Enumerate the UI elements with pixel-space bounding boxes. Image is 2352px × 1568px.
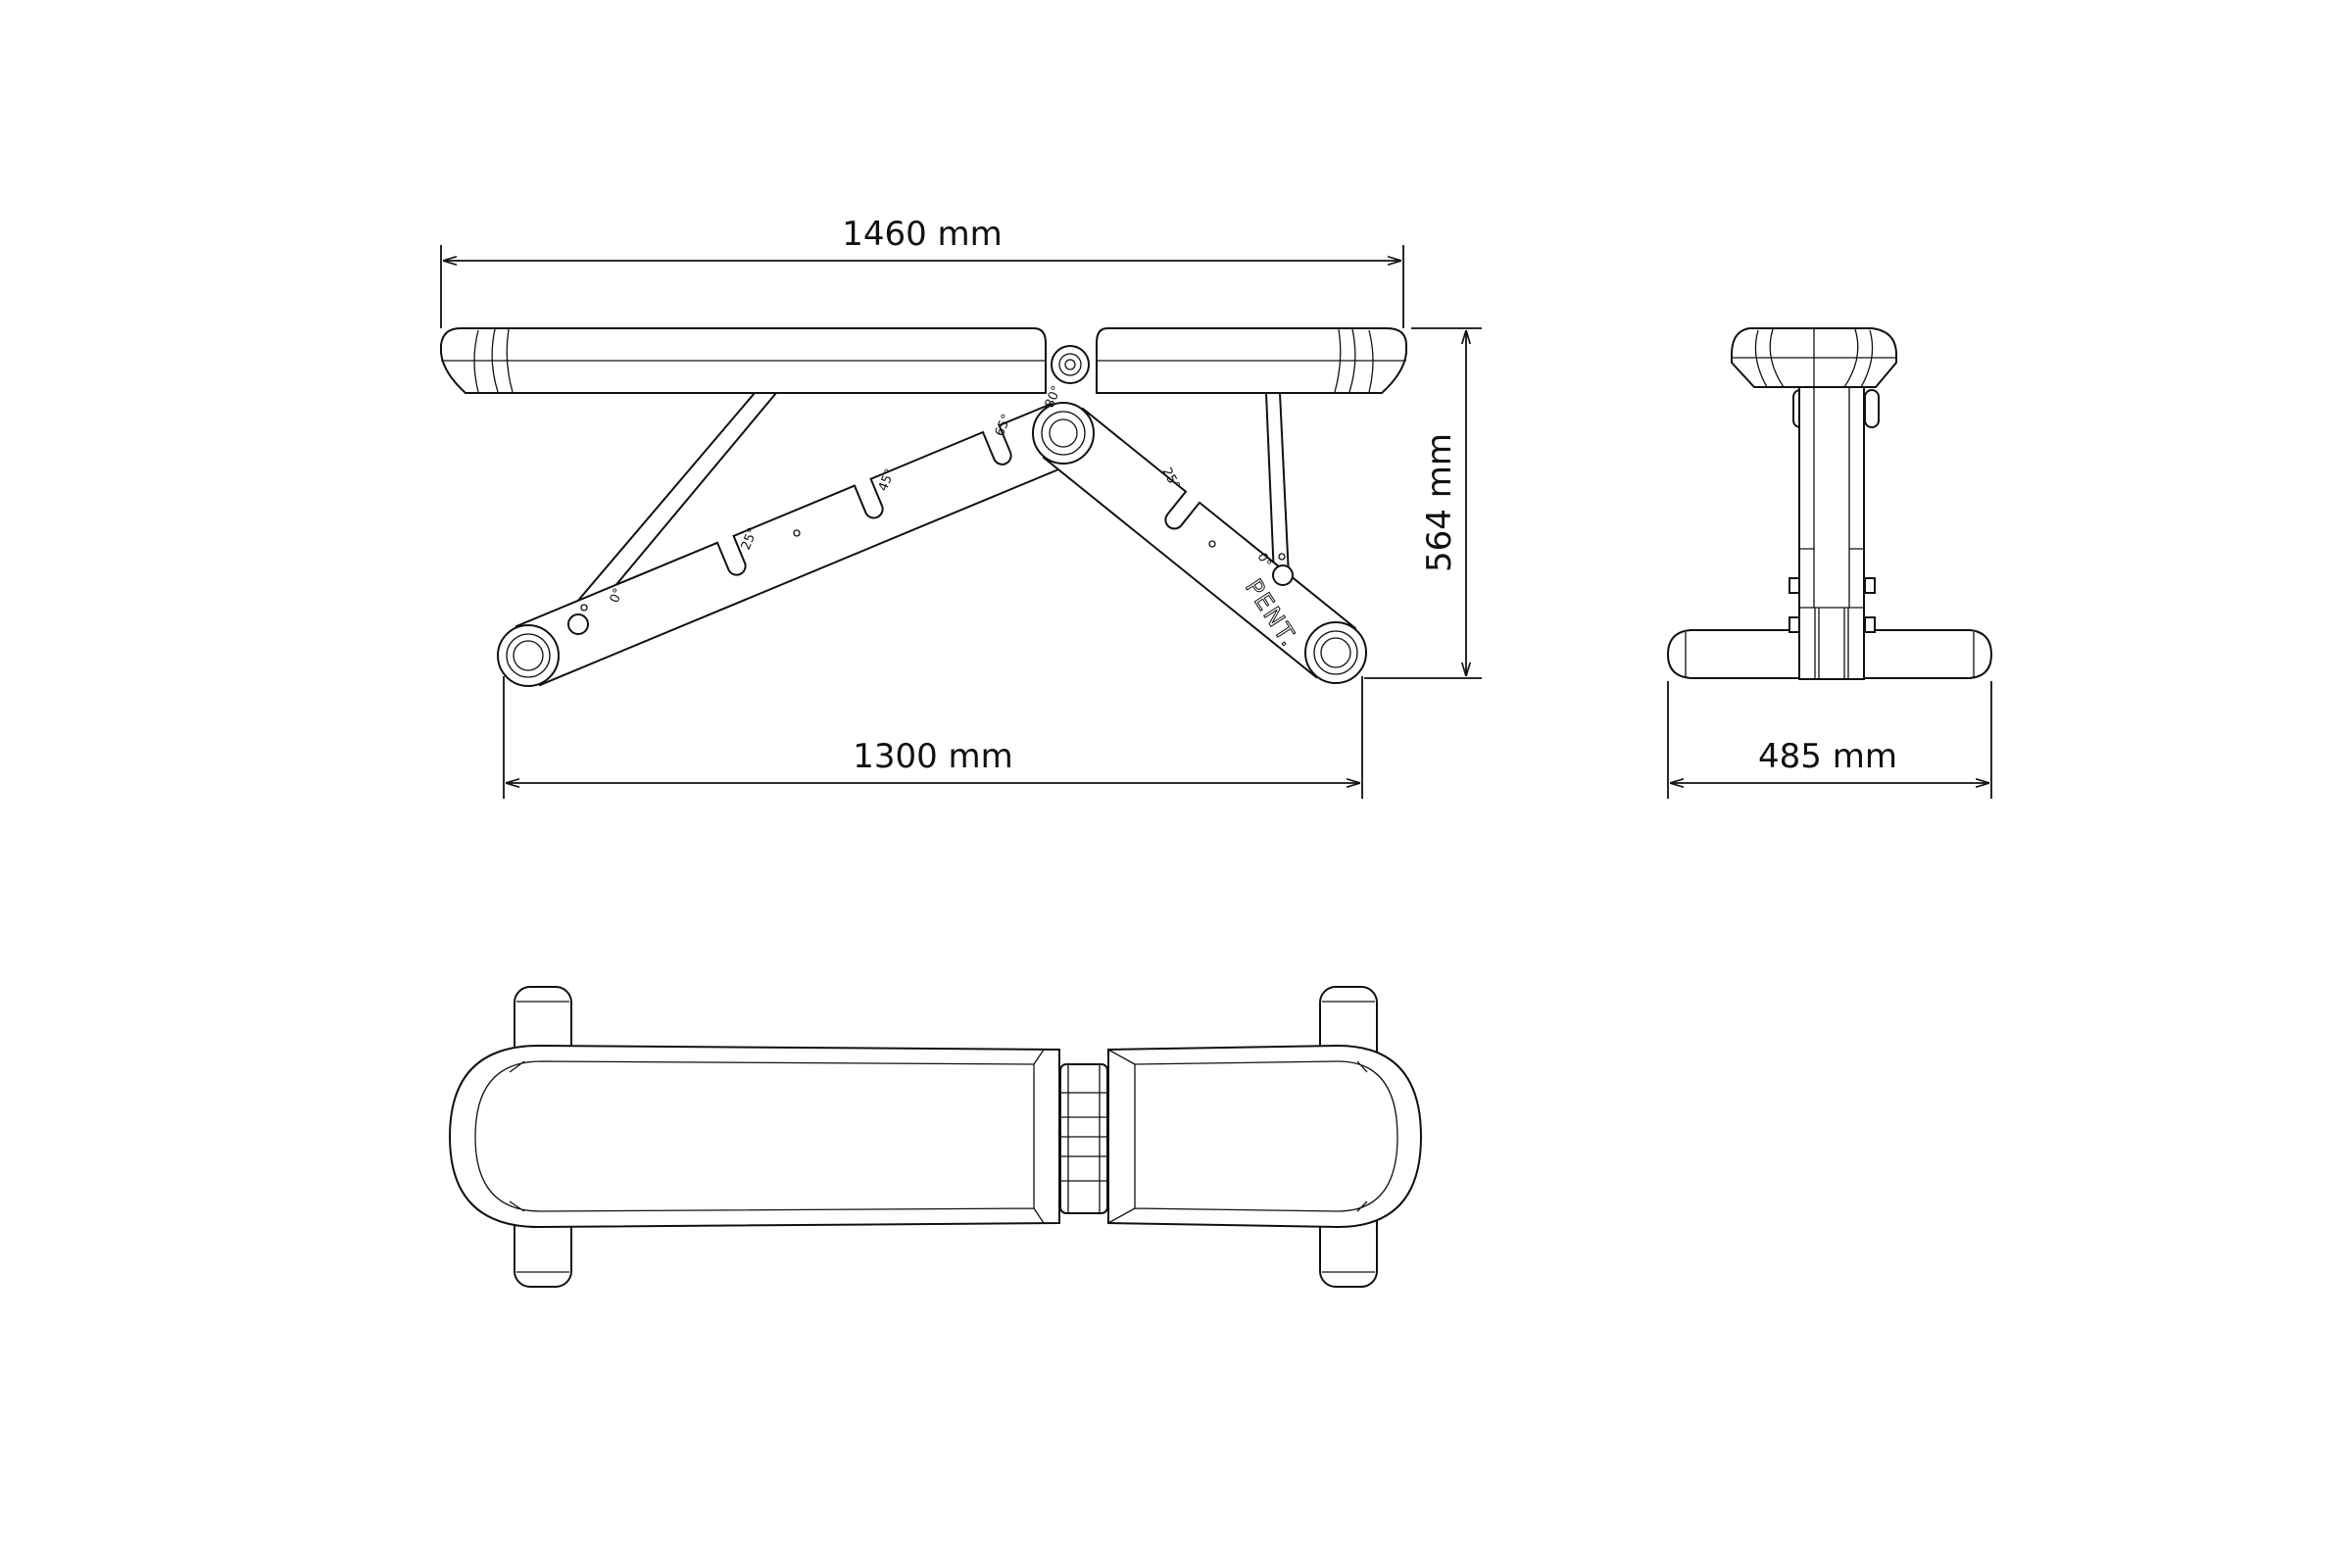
dimension-label: 564 mm	[1420, 433, 1459, 572]
dimension-overall-length: 1460 mm	[440, 215, 1404, 328]
side-view: 0° 25° 45° 65° 80° 25° 0° PENT. 1460 mm …	[440, 215, 1482, 799]
top-view	[448, 986, 1423, 1288]
strut-pin	[567, 613, 589, 635]
hinge-top	[1059, 1063, 1108, 1214]
end-view: 485 mm	[1666, 327, 1993, 799]
back-adjuster-leg	[514, 402, 1077, 687]
seat-adjuster-leg	[1042, 407, 1357, 679]
adjuster-hole	[580, 604, 588, 612]
dimension-width: 485 mm	[1667, 681, 1992, 799]
dimension-label: 1300 mm	[853, 737, 1013, 776]
pin-knob	[1788, 577, 1800, 594]
dimension-label: 1460 mm	[842, 215, 1003, 254]
pin-knob	[1864, 577, 1876, 594]
rear-foot-roller	[1304, 621, 1367, 684]
adjuster-hole	[1278, 553, 1286, 561]
front-foot-roller	[497, 624, 560, 687]
angle-label-back-0: 0°	[608, 586, 626, 605]
dimension-base-length: 1300 mm	[503, 676, 1363, 799]
seat-pad-side	[1096, 327, 1407, 394]
main-pivot	[1032, 402, 1095, 465]
adjuster-hole	[793, 529, 801, 537]
angle-label-seat-0: 0°	[1253, 551, 1273, 570]
pin-knob	[1864, 616, 1876, 633]
seat-strut	[1265, 392, 1290, 577]
dimension-label: 485 mm	[1758, 737, 1897, 776]
backrest-pad-side	[440, 327, 1047, 394]
dimension-height: 564 mm	[1364, 327, 1482, 679]
strut-pin	[1272, 564, 1294, 586]
pin-knob	[1788, 616, 1800, 633]
frame-columns	[1798, 386, 1865, 680]
backrest-pad-top	[448, 1044, 1060, 1229]
seat-pad-top	[1107, 1044, 1423, 1229]
pad-end-view	[1731, 327, 1897, 388]
pin-knob	[1864, 389, 1880, 428]
adjuster-hole	[1208, 540, 1216, 548]
hinge	[1051, 345, 1090, 384]
